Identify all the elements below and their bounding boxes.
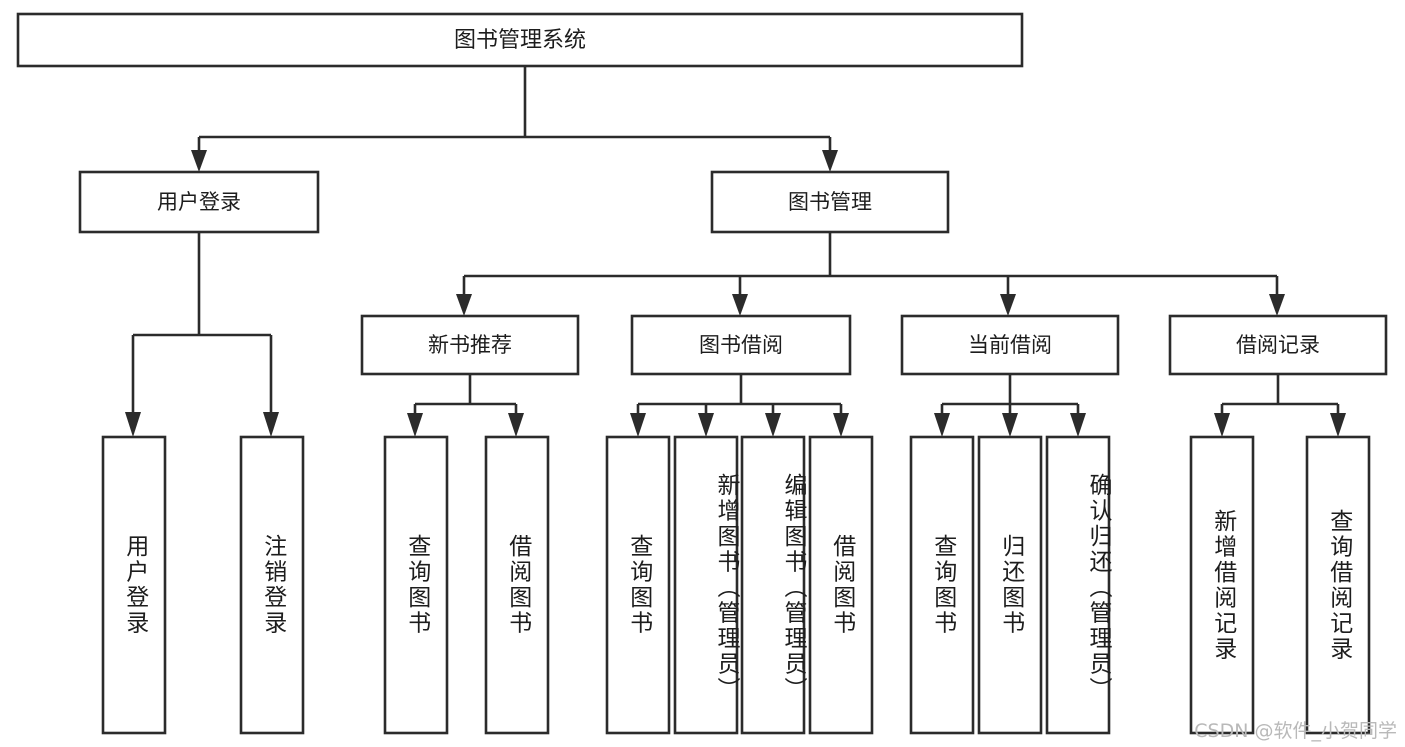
arrowhead-userlogin (191, 150, 207, 172)
arrowhead-leaf-edit-book (765, 413, 781, 437)
leaf-box-edit-book[interactable] (740, 435, 806, 735)
leaf-box-confirm-return[interactable] (1045, 435, 1111, 735)
node-borrow-record-box (1168, 314, 1388, 376)
leaf-box-borrow-book-1[interactable] (484, 435, 550, 735)
node-current-borrow[interactable]: 当前借阅 (900, 314, 1120, 376)
arrowhead-leaf-add-book (698, 413, 714, 437)
leaf-box-query-book-1[interactable] (383, 435, 449, 735)
node-book-borrow-box (630, 314, 852, 376)
node-book-management-box (710, 170, 950, 234)
arrowhead-leaf-query-record (1330, 413, 1346, 437)
leaf-box-return-book[interactable] (977, 435, 1043, 735)
node-book-management-label: 图书管理 (788, 190, 872, 214)
node-book-borrow[interactable]: 图书借阅 (630, 314, 852, 376)
arrowhead-leaf-query-book-1 (407, 413, 423, 437)
leaf-box-query-book-2[interactable] (605, 435, 671, 735)
node-user-login[interactable]: 用户登录 (78, 170, 320, 234)
arrowhead-leaf-user-login (125, 412, 141, 437)
leaf-box-query-book-3[interactable] (909, 435, 975, 735)
arrowhead-current-borrow (1000, 294, 1016, 316)
arrowhead-bookmgmt (822, 150, 838, 172)
leaf-box-query-record[interactable] (1305, 435, 1371, 735)
node-root[interactable]: 图书管理系统 (16, 12, 1024, 68)
leaf-box-add-record[interactable] (1189, 435, 1255, 735)
leaf-box-borrow-book-2[interactable] (808, 435, 874, 735)
arrowhead-leaf-logout (263, 412, 279, 437)
node-root-box (16, 12, 1024, 68)
node-user-login-label: 用户登录 (157, 190, 241, 214)
csdn-watermark: CSDN @软件_小贺同学 (1194, 720, 1397, 742)
node-new-book-recommend-label: 新书推荐 (428, 333, 512, 357)
node-new-book-recommend[interactable]: 新书推荐 (360, 314, 580, 376)
node-root-label: 图书管理系统 (454, 28, 586, 53)
node-current-borrow-box (900, 314, 1120, 376)
node-borrow-record-label: 借阅记录 (1236, 333, 1320, 357)
arrowhead-leaf-query-book-2 (630, 413, 646, 437)
arrowhead-leaf-confirm-return (1070, 413, 1086, 437)
arrowhead-book-borrow (732, 294, 748, 316)
arrowhead-leaf-query-book-3 (934, 413, 950, 437)
node-book-borrow-label: 图书借阅 (699, 333, 783, 357)
arrowhead-new-book-recommend (456, 294, 472, 316)
leaf-box-add-book[interactable] (673, 435, 739, 735)
node-new-book-recommend-box (360, 314, 580, 376)
node-book-management[interactable]: 图书管理 (710, 170, 950, 234)
arrowhead-leaf-add-record (1214, 413, 1230, 437)
node-current-borrow-label: 当前借阅 (968, 333, 1052, 357)
arrowhead-leaf-borrow-book-1 (508, 413, 524, 437)
arrowhead-leaf-borrow-book-2 (833, 413, 849, 437)
node-borrow-record[interactable]: 借阅记录 (1168, 314, 1388, 376)
leaf-box-logout[interactable] (239, 435, 305, 735)
leaf-box-user-login[interactable] (101, 435, 167, 735)
arrowhead-leaf-return-book (1002, 413, 1018, 437)
arrowhead-borrow-record (1269, 294, 1285, 316)
